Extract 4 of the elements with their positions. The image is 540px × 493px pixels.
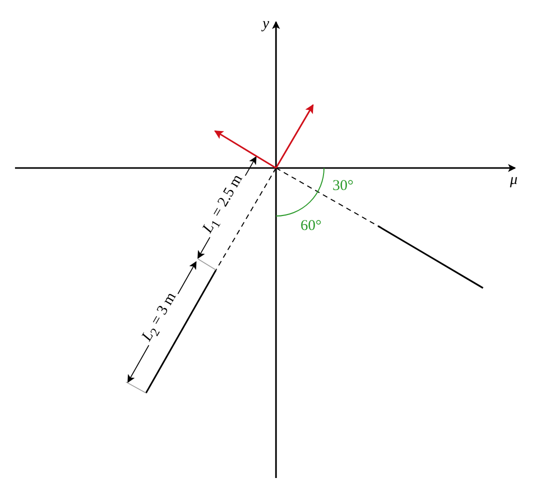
axis-label: μ xyxy=(510,172,518,188)
angle-label: 60° xyxy=(300,218,322,234)
angle-label: 30° xyxy=(332,178,354,194)
axis-label: y xyxy=(262,16,270,32)
